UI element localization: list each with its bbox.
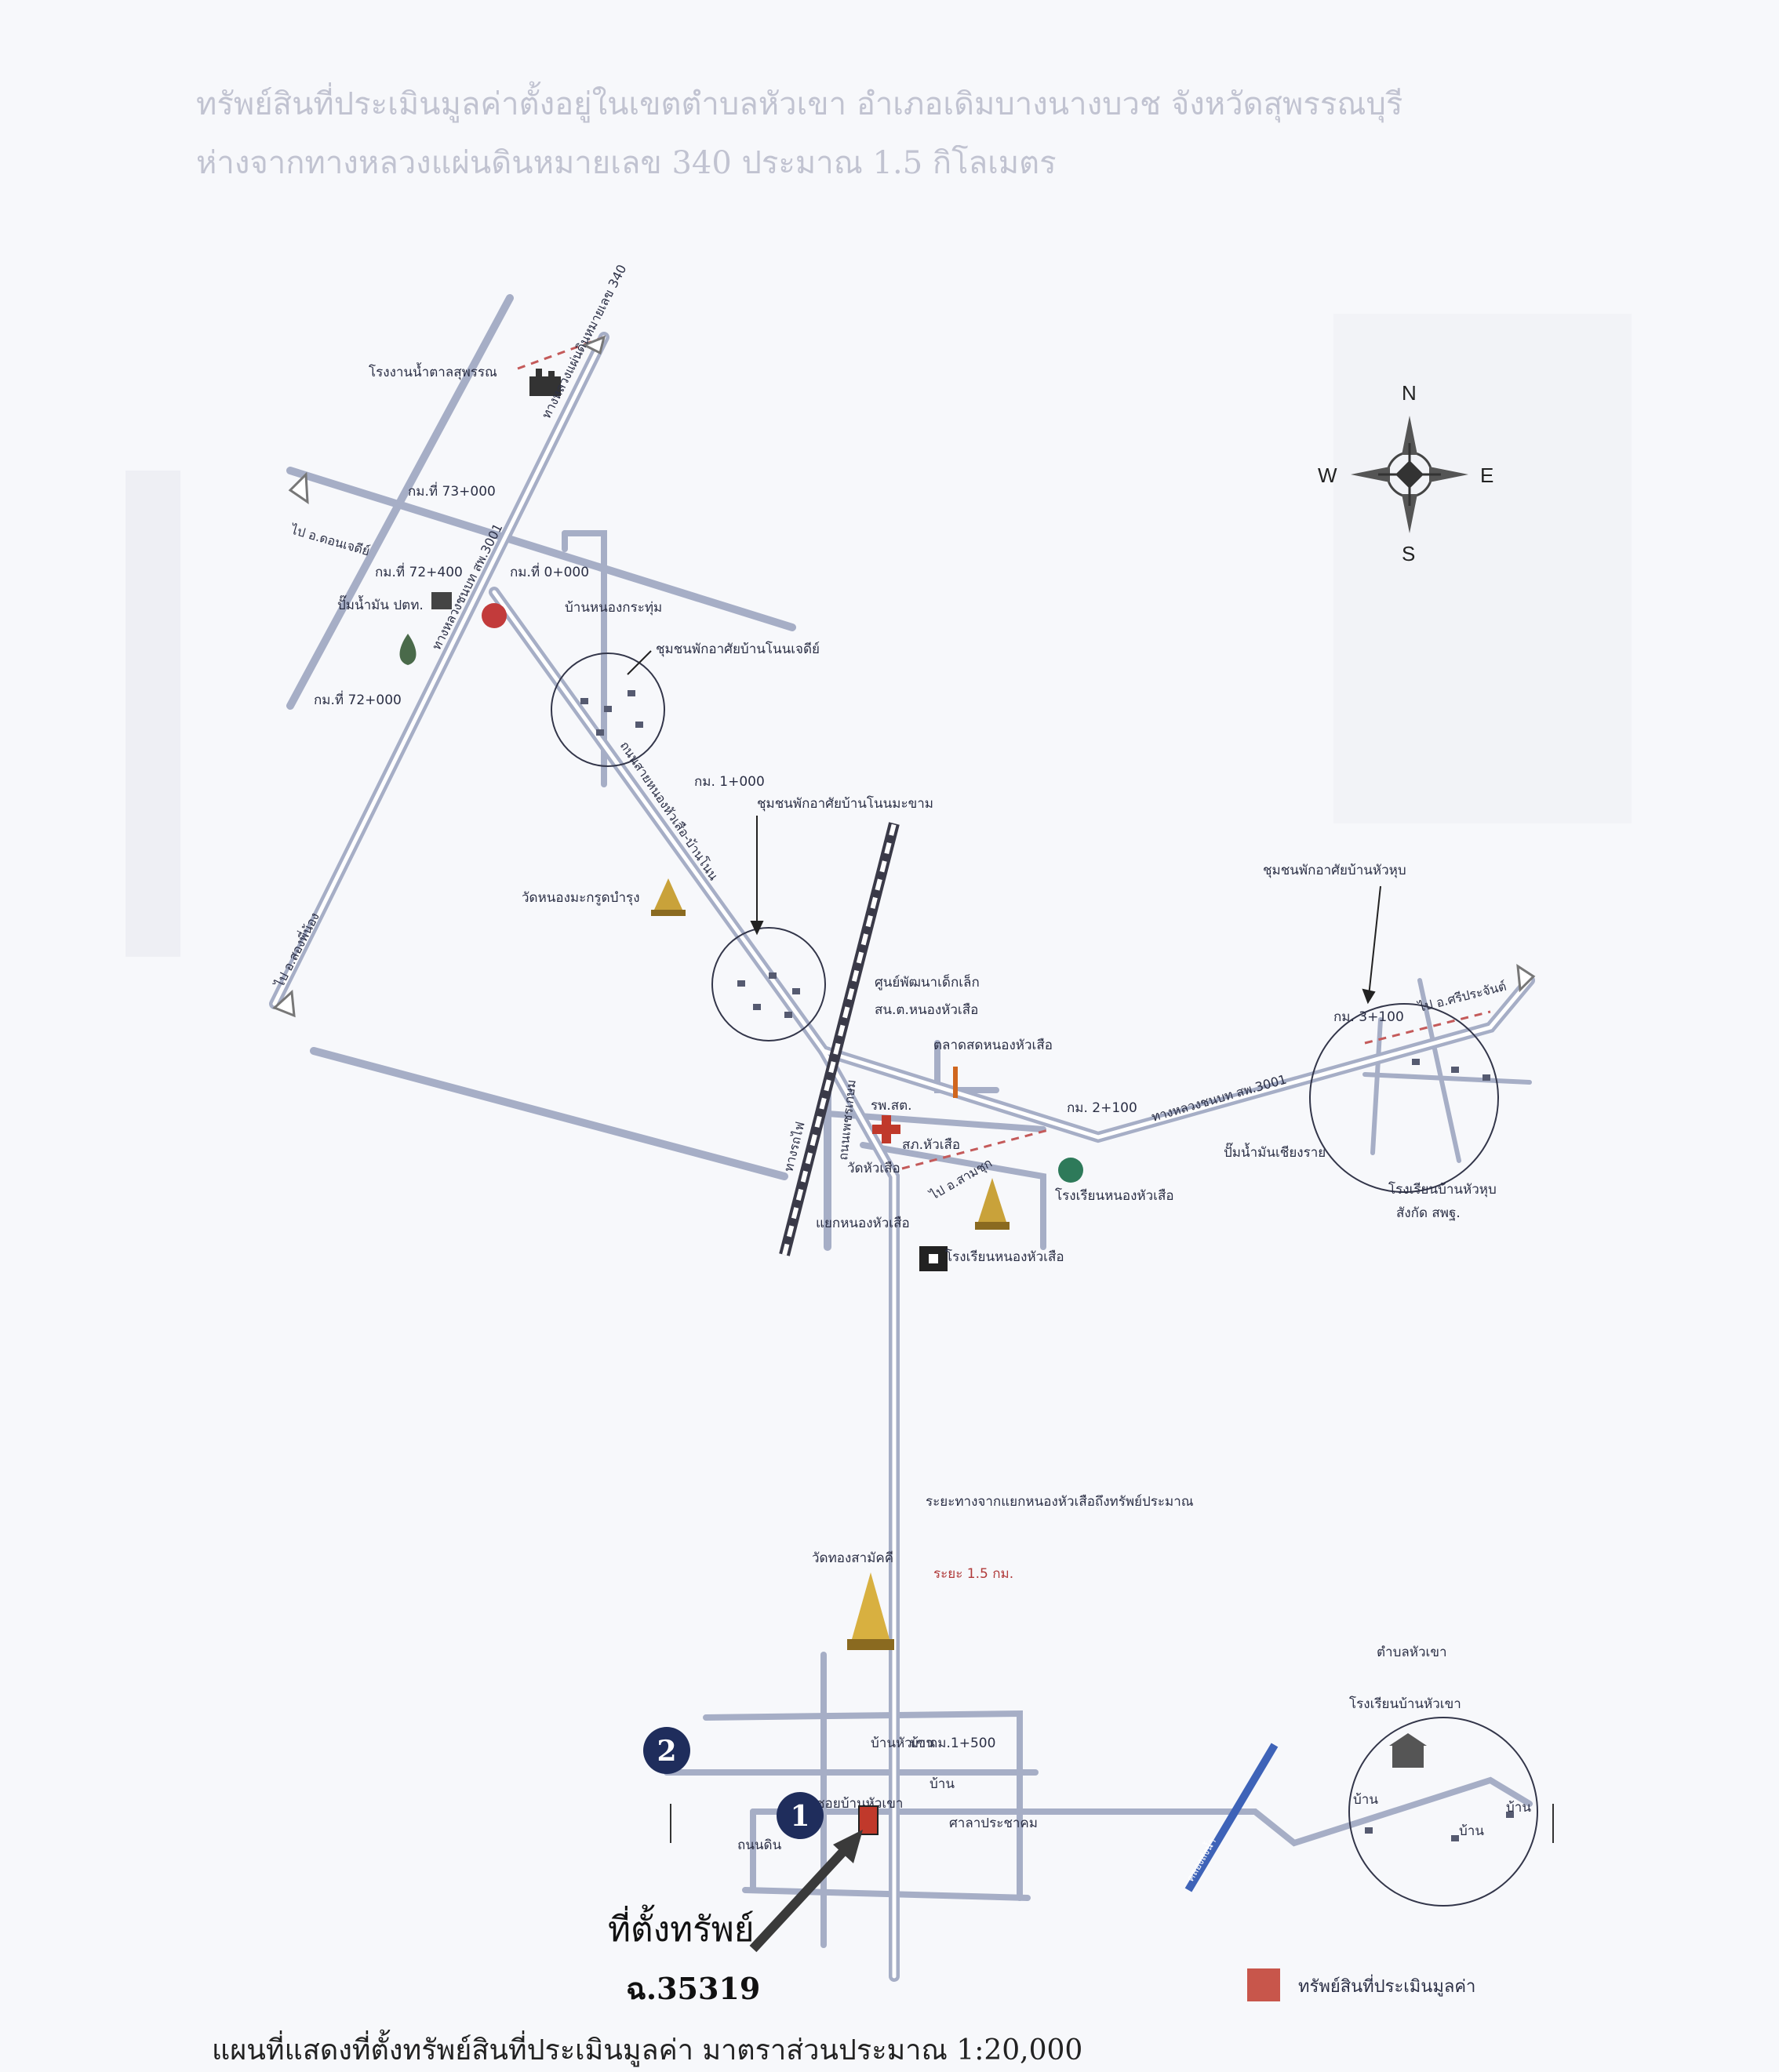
label-local-1: บ้านหัวเขา — [871, 1736, 933, 1751]
label-home-4: บ้าน — [910, 1736, 935, 1751]
community-circle-4 — [1348, 1717, 1538, 1907]
community-circle-1 — [551, 652, 665, 767]
map-caption: แผนที่แสดงที่ตั้งทรัพย์สินที่ประเมินมูลค… — [212, 2034, 1083, 2067]
label-school-building: โรงเรียนหนองหัวเสือ — [945, 1249, 1064, 1265]
header-line-2: ห่างจากทางหลวงแผ่นดินหมายเลข 340 ประมาณ … — [196, 145, 1057, 181]
label-temple-3: วัดทองสามัคคี — [812, 1550, 893, 1566]
label-dist-note: ระยะทางจากแยกหนองหัวเสือถึงทรัพย์ประมาณ — [926, 1494, 1194, 1510]
label-dir-nw: ไป อ.ดอนเจดีย์ — [288, 522, 372, 558]
compass-n: N — [1402, 381, 1417, 405]
factory-icon — [529, 369, 561, 396]
label-police: สภ.หัวเสือ — [902, 1137, 960, 1153]
canal — [1184, 1743, 1279, 1892]
gas-station-icon — [431, 592, 452, 609]
temple-icon — [975, 1178, 1010, 1230]
label-km73: กม.ที่ 73+000 — [408, 482, 496, 500]
community-circle-3 — [1309, 1003, 1499, 1193]
compass-e: E — [1480, 463, 1493, 487]
label-km0: กม.ที่ 0+000 — [510, 562, 589, 580]
property-arrow — [749, 1830, 863, 1953]
ptt-logo-icon — [482, 603, 507, 628]
label-factory: โรงงานน้ำตาลสุพรรณ — [369, 362, 497, 380]
label-community-1: ชุมชนพักอาศัยบ้านโนนเจดีย์ — [656, 641, 820, 657]
label-temple-1: วัดหนองมะกรูดบำรุง — [522, 890, 640, 906]
property-marker — [858, 1805, 879, 1835]
label-home-3: บ้าน — [1506, 1800, 1531, 1816]
label-hospital: รพ.สต. — [871, 1098, 912, 1114]
label-home-1: บ้าน — [1353, 1792, 1378, 1808]
compass-rose-icon — [1351, 416, 1468, 533]
label-community-2: ชุมชนพักอาศัยบ้านโนนมะขาม — [757, 795, 933, 812]
label-local-3: ถนนดิน — [737, 1838, 782, 1853]
community-circle-2 — [711, 927, 826, 1041]
label-tech: ศูนย์พัฒนาเด็กเล็ก — [875, 973, 980, 991]
pointer-arrows — [627, 650, 1381, 1005]
property-title: ที่ตั้งทรัพย์ — [608, 1910, 755, 1950]
label-home-5: บ้าน — [930, 1776, 955, 1792]
header-line-1: ทรัพย์สินที่ประเมินมูลค่าตั้งอยู่ในเขตตำ… — [196, 86, 1403, 122]
label-gas: ปั๊มน้ำมัน ปตท. — [337, 594, 424, 613]
scan-shadow — [1333, 314, 1632, 823]
label-tpk: ถนนเพชรเกษม — [835, 1079, 859, 1161]
recycle-icon — [1058, 1158, 1083, 1183]
label-market: ตลาดสดหนองหัวเสือ — [933, 1038, 1053, 1053]
legend-label: ทรัพย์สินที่ประเมินมูลค่า — [1298, 1974, 1475, 1997]
property-deed: ฉ.35319 — [626, 1971, 761, 2006]
label-road-c: ถนนสายหนองหัวเสือ-บ้านโนน — [617, 739, 722, 883]
houses — [580, 690, 1514, 1841]
railway — [779, 822, 900, 1256]
label-km72-000: กม.ที่ 72+000 — [314, 690, 402, 708]
marker-1-label: 1 — [790, 1800, 809, 1833]
label-dir-right: ไป อ.ศรีประจันต์ — [1415, 979, 1508, 1016]
marker-1 — [777, 1792, 824, 1839]
scan-shadow — [126, 471, 180, 957]
temple-icon — [847, 1572, 894, 1650]
label-community-3: ชุมชนพักอาศัยบ้านหัวหุบ — [1263, 863, 1406, 878]
label-temple-2: วัดหัวเสือ — [847, 1161, 900, 1176]
label-school-2: โรงเรียนบ้านหัวหุบ — [1388, 1181, 1497, 1198]
label-km2: กม. 2+100 — [1067, 1100, 1137, 1116]
label-local-2: ศาลาประชาคม — [949, 1816, 1038, 1831]
label-school-3b: โรงเรียนบ้านหัวเขา — [1349, 1696, 1461, 1712]
school-icon — [919, 1246, 948, 1271]
school-building-icon — [1389, 1733, 1427, 1768]
compass-s: S — [1402, 542, 1415, 565]
label-km-south: ระยะ 1.5 กม. — [933, 1566, 1013, 1582]
label-dir-sw: ไป อ.สองพี่น้อง — [270, 910, 322, 991]
label-soi: ซอยบ้านหัวเขา — [816, 1796, 903, 1812]
label-temple-3-road: กม.1+500 — [930, 1736, 995, 1751]
legend-swatch — [1247, 1968, 1280, 2001]
water-drop-icon — [399, 634, 417, 665]
label-km72-400: กม.ที่ 72+400 — [375, 562, 463, 580]
label-km3: กม. 3+100 — [1333, 1009, 1404, 1025]
label-school-3a: ตำบลหัวเขา — [1377, 1645, 1447, 1660]
label-km1: กม. 1+000 — [694, 774, 765, 790]
hospital-icon — [872, 1115, 900, 1143]
road-centerlines — [272, 335, 1532, 1979]
marker-2 — [643, 1727, 690, 1774]
label-village-a: บ้านหนองกระทุ่ม — [565, 600, 662, 616]
label-hwy-1: ทางหลวงแผ่นดินหมายเลข 340 — [539, 262, 630, 421]
label-fuel-2: ปั๊มน้ำมันเชียงราย — [1224, 1142, 1326, 1161]
compass-w: W — [1318, 463, 1337, 487]
temple-icon — [651, 878, 686, 916]
flag-icon — [953, 1067, 958, 1098]
label-school-2b: สังกัด สพฐ. — [1396, 1205, 1461, 1221]
label-office: สน.ต.หนองหัวเสือ — [875, 1002, 978, 1018]
label-road-d: ทางหลวงชนบท สพ.3001 — [1150, 1071, 1289, 1124]
label-junction: แยกหนองหัวเสือ — [816, 1216, 910, 1231]
marker-2-label: 2 — [657, 1735, 676, 1768]
label-school-h: โรงเรียนหนองหัวเสือ — [1055, 1187, 1174, 1204]
direction-arrows — [272, 335, 1536, 1018]
label-home-2: บ้าน — [1459, 1823, 1484, 1839]
